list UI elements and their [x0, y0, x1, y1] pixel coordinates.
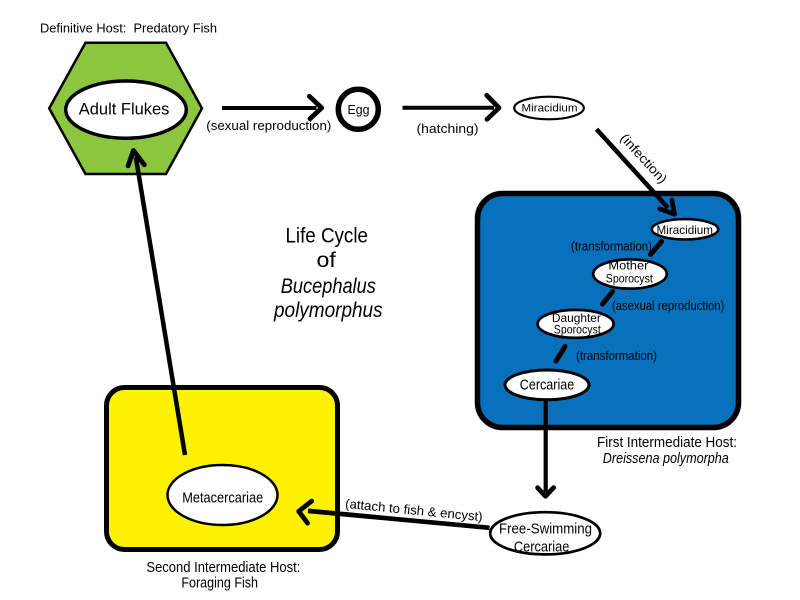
- svg-text:Miracidium: Miracidium: [657, 223, 714, 237]
- svg-text:Life Cycle: Life Cycle: [285, 225, 368, 248]
- svg-text:Sporocyst: Sporocyst: [606, 271, 654, 285]
- svg-text:Definitive Host: Predatory Fi: Definitive Host: Predatory Fish: [40, 22, 217, 36]
- svg-text:Bucephalus: Bucephalus: [281, 275, 376, 298]
- svg-text:(sexual reproduction): (sexual reproduction): [206, 118, 331, 133]
- svg-text:polymorphus: polymorphus: [273, 299, 383, 322]
- svg-text:(transformation): (transformation): [571, 239, 652, 254]
- svg-text:Second Intermediate Host:: Second Intermediate Host:: [146, 560, 300, 576]
- svg-text:Adult Flukes: Adult Flukes: [79, 99, 170, 118]
- svg-text:Metacercariae: Metacercariae: [182, 490, 263, 506]
- svg-text:Egg: Egg: [348, 102, 370, 117]
- svg-text:(asexual reproduction): (asexual reproduction): [612, 298, 725, 313]
- svg-text:Dreissena polymorpha: Dreissena polymorpha: [603, 451, 729, 467]
- svg-text:Free-Swimming: Free-Swimming: [499, 521, 592, 538]
- svg-text:Sporocyst: Sporocyst: [554, 323, 602, 337]
- svg-text:Mother: Mother: [608, 259, 648, 273]
- svg-text:Cercariae: Cercariae: [514, 538, 570, 555]
- svg-text:Cercariae: Cercariae: [520, 377, 575, 393]
- svg-text:Daughter: Daughter: [552, 311, 601, 325]
- svg-text:of: of: [317, 249, 336, 272]
- svg-text:(transformation): (transformation): [576, 348, 657, 363]
- svg-text:Miracidium: Miracidium: [522, 102, 578, 114]
- svg-text:Foraging Fish: Foraging Fish: [181, 575, 258, 591]
- svg-text:(hatching): (hatching): [417, 121, 479, 136]
- svg-text:First Intermediate Host:: First Intermediate Host:: [597, 435, 737, 451]
